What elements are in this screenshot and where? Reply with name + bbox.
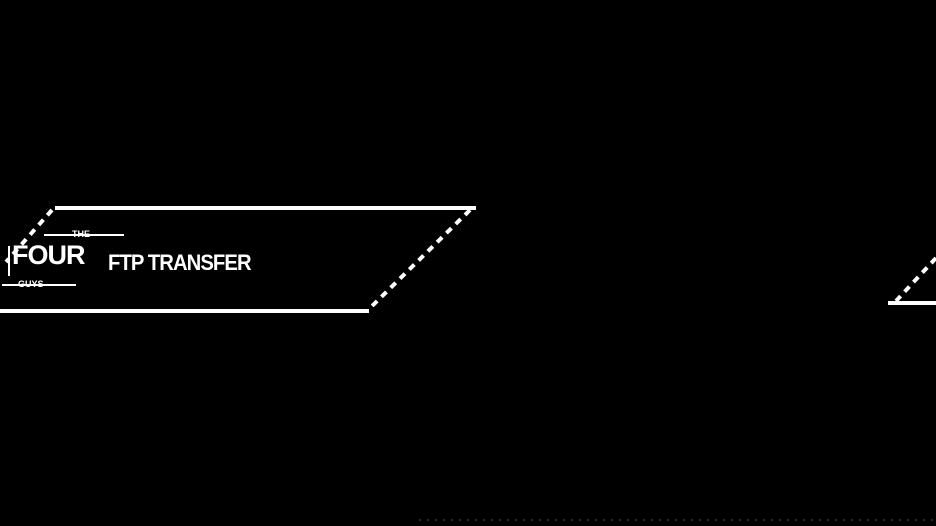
four-guys-logo: THE FOUR GUYS <box>0 228 125 292</box>
banner-right-edge <box>367 208 472 311</box>
logo-bracket-bottom <box>2 284 76 286</box>
second-banner-fragment <box>888 256 936 305</box>
logo-bottom-text: GUYS <box>18 279 44 289</box>
banner-title: FTP TRANSFER <box>108 250 252 275</box>
banner-outline <box>0 206 476 313</box>
logo-main-text: FOUR <box>12 240 85 270</box>
logo-bracket-left <box>8 246 10 276</box>
banner-left-edge <box>4 208 54 264</box>
logo-bracket-top <box>44 234 124 236</box>
second-banner-left-edge <box>894 256 936 303</box>
footer-divider <box>416 518 936 522</box>
logo-top-text: THE <box>72 229 90 239</box>
